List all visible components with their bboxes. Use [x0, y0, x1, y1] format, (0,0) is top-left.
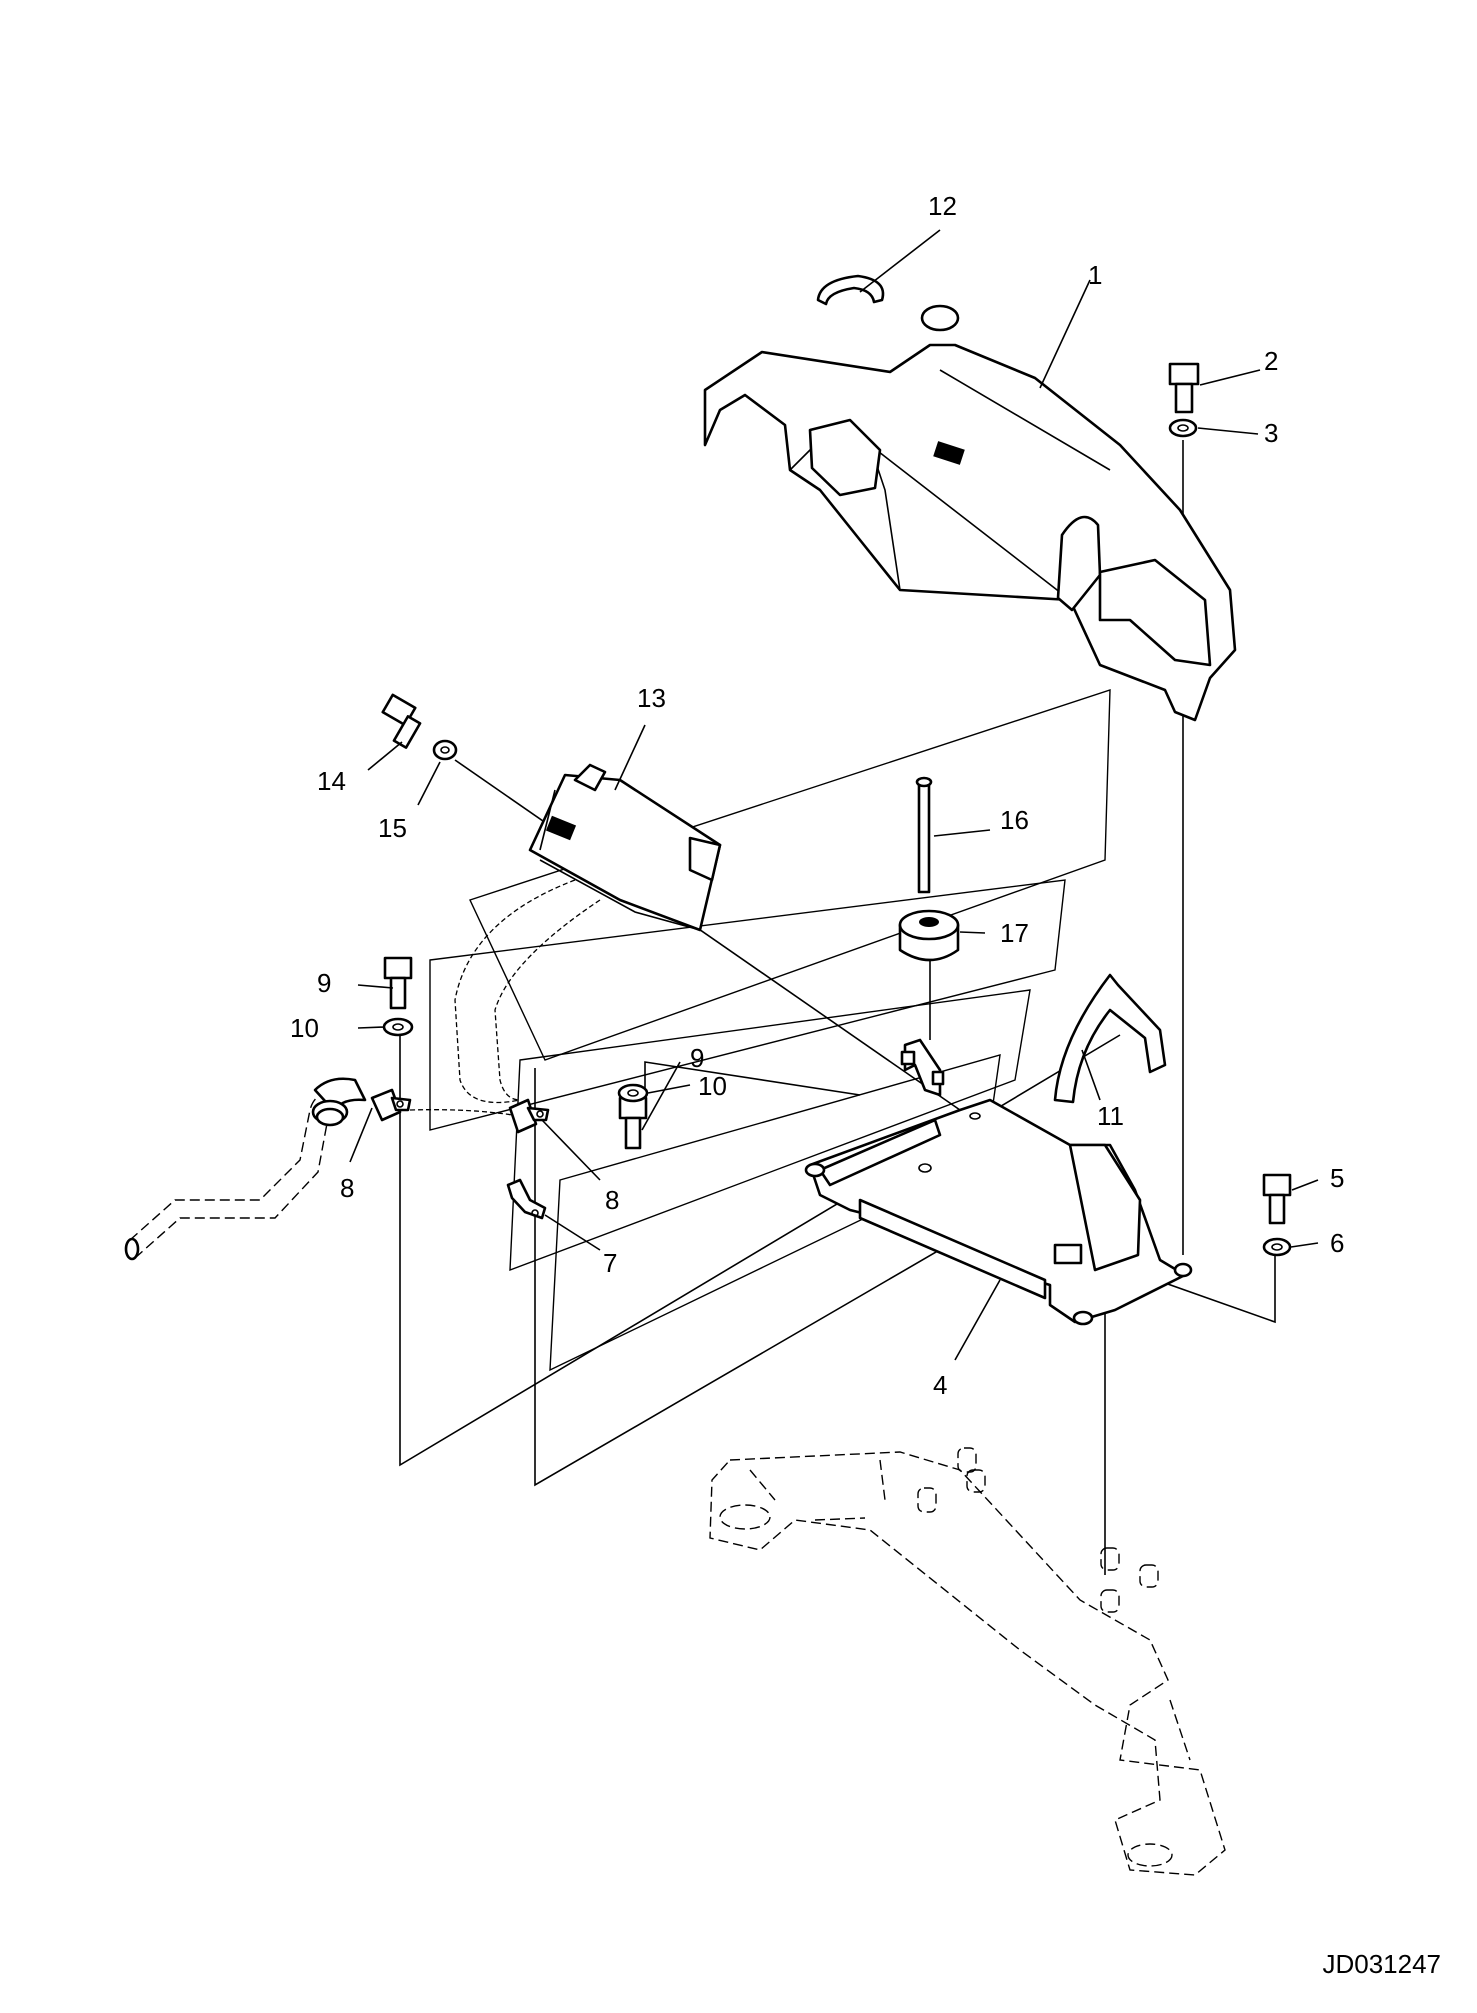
part-9-bolt-right — [618, 1096, 648, 1150]
callout-1: 1 — [1088, 260, 1103, 290]
part-14-bolt — [381, 693, 422, 749]
callout-9-right: 9 — [690, 1043, 705, 1073]
part-10-washer-left — [382, 1017, 414, 1037]
callout-15: 15 — [378, 813, 407, 843]
callout-3: 3 — [1264, 418, 1279, 448]
sub-bracket — [900, 1038, 945, 1097]
callout-11: 11 — [1097, 1101, 1124, 1131]
part-9-bolt-left — [383, 956, 413, 1010]
part-12-clip — [816, 274, 885, 306]
callout-5: 5 — [1330, 1163, 1345, 1193]
callout-10-left: 10 — [290, 1013, 319, 1043]
callout-10-right: 10 — [698, 1071, 727, 1101]
part-15-washer — [432, 739, 458, 761]
hose-assembly — [124, 1077, 367, 1261]
part-17-grommet — [898, 909, 960, 962]
drawing-id-code: JD031247 — [1322, 1949, 1441, 1979]
part-16-stud — [915, 776, 933, 894]
part-13-controller — [528, 763, 722, 932]
part-6-washer — [1262, 1237, 1292, 1257]
part-8-clamp-left — [370, 1088, 412, 1122]
part-2-bolt — [1168, 362, 1200, 414]
callout-6: 6 — [1330, 1228, 1345, 1258]
callout-14: 14 — [317, 766, 346, 796]
part-7-clamp — [506, 1178, 547, 1220]
callout-17: 17 — [1000, 918, 1029, 948]
mounting-frame-phantom — [709, 1447, 1226, 1876]
part-11-strap — [1053, 973, 1167, 1104]
part-4-tray — [804, 1098, 1193, 1326]
part-10-washer-right — [617, 1083, 649, 1103]
part-1-cover — [703, 304, 1237, 722]
wiring-harness — [409, 879, 601, 1119]
callout-16: 16 — [1000, 805, 1029, 835]
part-3-washer — [1168, 418, 1198, 438]
part-8-clamp-right — [508, 1098, 550, 1134]
callout-12: 12 — [928, 191, 957, 221]
part-5-bolt — [1262, 1173, 1292, 1225]
callout-8-left: 8 — [340, 1173, 355, 1203]
callout-9-left: 9 — [317, 968, 332, 998]
callout-4: 4 — [933, 1370, 948, 1400]
callout-13: 13 — [637, 683, 666, 713]
callout-leaders — [349, 229, 1319, 1361]
callout-8-right: 8 — [605, 1185, 620, 1215]
callout-7: 7 — [603, 1248, 618, 1278]
callout-2: 2 — [1264, 346, 1279, 376]
